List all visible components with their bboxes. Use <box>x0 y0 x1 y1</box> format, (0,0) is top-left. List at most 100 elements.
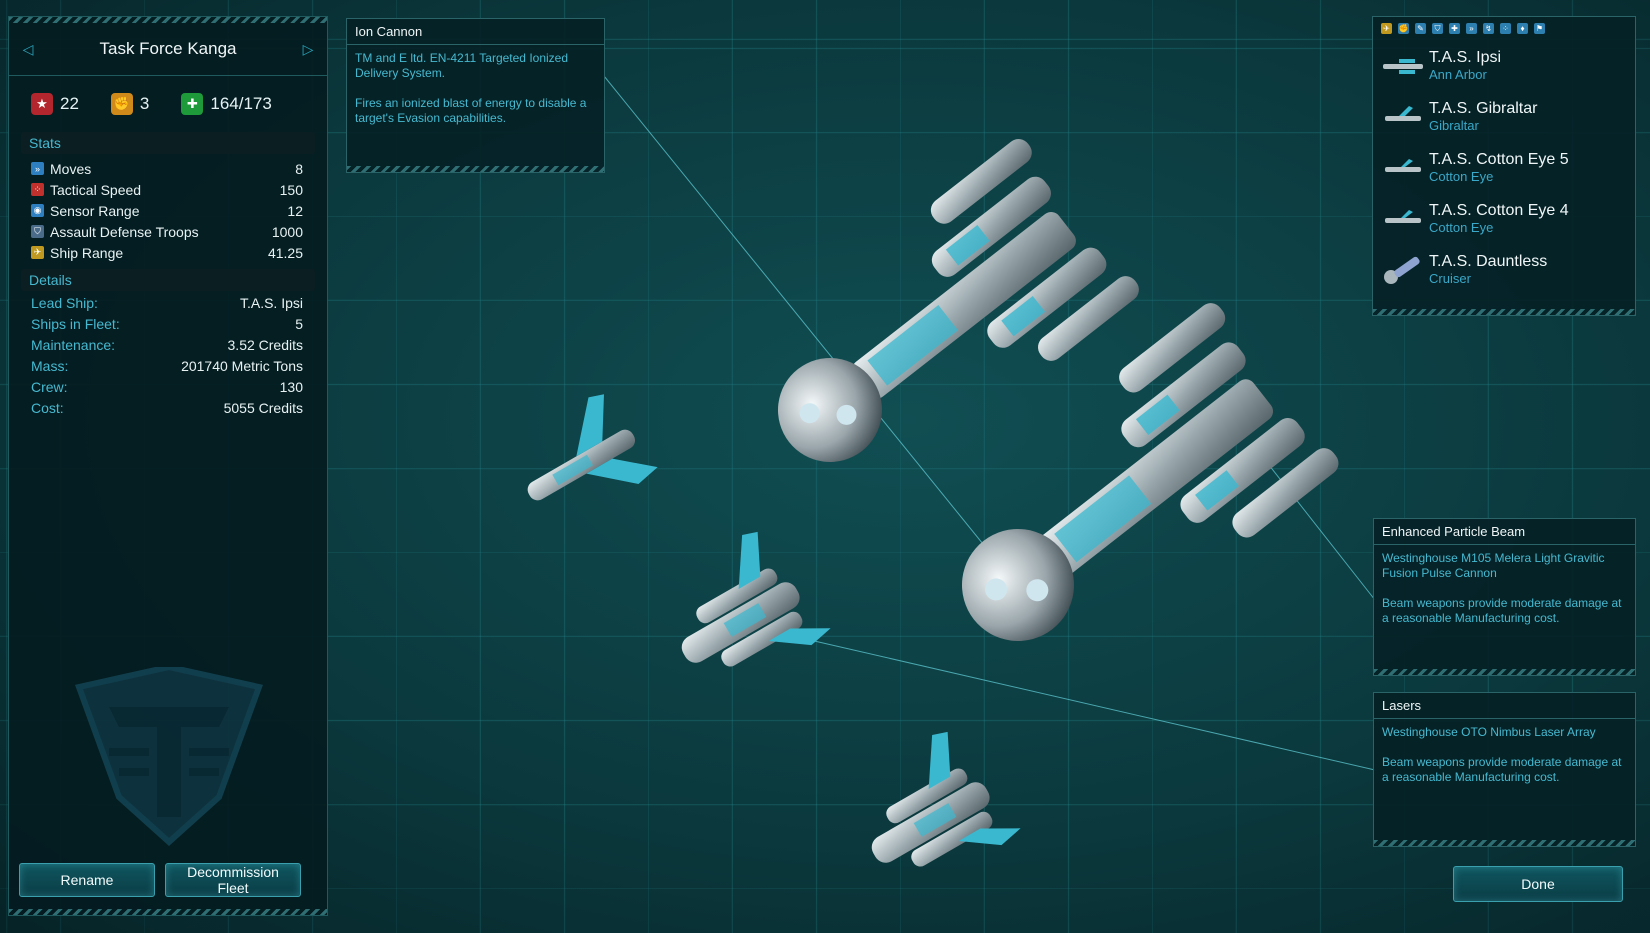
shield-icon: ⛉ <box>31 225 44 238</box>
grid-icon[interactable]: ⁘ <box>1500 23 1511 34</box>
ship-class: Cruiser <box>1429 271 1471 286</box>
plane-icon[interactable]: ⚑ <box>1534 23 1545 34</box>
ship-thumbnail-icon <box>1383 58 1423 74</box>
fleet-info-panel: ◁ Task Force Kanga ▷ ★ 22 ✊ 3 ✚ 164/173 … <box>8 16 328 916</box>
detail-label: Cost: <box>31 400 64 416</box>
military-star-icon: ★ <box>31 93 53 115</box>
fleet-name[interactable]: Task Force Kanga <box>99 39 237 58</box>
tooltip-title: Lasers <box>1374 693 1635 719</box>
ion-cannon-tooltip: Ion Cannon TM and E ltd. EN-4211 Targete… <box>346 18 605 173</box>
troop-strength-value: 3 <box>139 94 150 113</box>
ship-name: T.A.S. Cotton Eye 5 <box>1429 151 1569 168</box>
detail-value: 5 <box>295 316 303 332</box>
military-strength: ★ 22 <box>31 93 79 115</box>
range-icon[interactable]: ↯ <box>1483 23 1494 34</box>
cross-icon[interactable]: ✚ <box>1449 23 1460 34</box>
shield-icon[interactable]: ⛉ <box>1432 23 1443 34</box>
ship-range-icon: ✈ <box>31 246 44 259</box>
tooltip-effect: Fires an ionized blast of energy to disa… <box>355 96 587 125</box>
stat-label: Tactical Speed <box>50 181 142 198</box>
stat-value: 150 <box>279 181 303 198</box>
troop-strength: ✊ 3 <box>110 93 150 115</box>
ship-class: Gibraltar <box>1429 118 1479 133</box>
badge-icon[interactable]: ♦ <box>1517 23 1528 34</box>
faction-emblem-icon <box>75 667 263 847</box>
ship-thumbnail-icon <box>1385 105 1421 121</box>
stat-label: Moves <box>50 160 92 177</box>
stats-list: » Moves 8 ⁘ Tactical Speed 150 ◉ Sensor Ran… <box>9 154 327 263</box>
tooltip-effect: Beam weapons provide moderate damage at … <box>1382 755 1622 784</box>
detail-value: 5055 Credits <box>223 400 303 416</box>
tooltip-body: Westinghouse OTO Nimbus Laser Array Beam… <box>1374 719 1635 806</box>
tooltip-effect: Beam weapons provide moderate damage at … <box>1382 596 1622 625</box>
ship-thumbnail-icon <box>1385 158 1421 172</box>
stat-row: » Moves 8 <box>9 158 327 179</box>
ship-name: T.A.S. Ipsi <box>1429 49 1502 66</box>
stat-value: 41.25 <box>267 244 303 261</box>
cruiser-ship[interactable] <box>909 298 1344 703</box>
detail-row: Lead Ship: T.A.S. Ipsi <box>9 295 327 316</box>
detail-row: Cost: 5055 Credits <box>9 400 327 421</box>
ship-name: T.A.S. Gibraltar <box>1429 100 1538 117</box>
detail-value: T.A.S. Ipsi <box>239 295 303 311</box>
rename-button[interactable]: Rename <box>19 863 155 897</box>
done-button[interactable]: Done <box>1453 866 1623 902</box>
stat-label: Assault Defense Troops <box>50 223 199 240</box>
tooltip-description: TM and E ltd. EN-4211 Targeted Ionized D… <box>355 51 569 80</box>
prev-fleet-icon[interactable]: ◁ <box>22 40 34 57</box>
ship-class: Cotton Eye <box>1429 220 1494 235</box>
ship-thumbnail-icon <box>1385 209 1421 223</box>
panel-hatch-top <box>9 17 327 23</box>
next-fleet-icon[interactable]: ▷ <box>302 40 314 57</box>
sensor-icon: ◉ <box>31 204 44 217</box>
fist-icon: ✊ <box>110 93 133 115</box>
tooltip-description: Westinghouse M105 Melera Light Gravitic … <box>1382 551 1605 580</box>
frigate-ship[interactable] <box>837 720 1023 903</box>
moves-icon[interactable]: » <box>1466 23 1477 34</box>
fleet-health-value: 164/173 <box>210 94 272 113</box>
fighter-icon[interactable]: ✈ <box>1381 23 1392 34</box>
particle-beam-tooltip: Enhanced Particle Beam Westinghouse M105… <box>1373 518 1636 676</box>
tactical-speed-icon: ⁘ <box>31 183 44 196</box>
cruiser-ship[interactable] <box>727 134 1143 521</box>
military-strength-value: 22 <box>60 94 79 113</box>
wrench-icon[interactable]: ✎ <box>1415 23 1426 34</box>
fighter-ship[interactable] <box>502 385 660 534</box>
stat-row: ⁘ Tactical Speed 150 <box>9 179 327 200</box>
detail-row: Maintenance:3.52 Credits <box>9 337 327 358</box>
details-list: Lead Ship: T.A.S. Ipsi Ships in Fleet: 5 M… <box>9 291 327 421</box>
detail-label: Ships in Fleet: <box>31 316 120 332</box>
stat-label: Sensor Range <box>50 202 140 219</box>
tooltip-title: Ion Cannon <box>347 19 604 45</box>
health-cross-icon: ✚ <box>181 93 204 115</box>
moves-icon: » <box>31 162 44 175</box>
frigate-ship[interactable] <box>647 520 833 703</box>
tooltip-hatch <box>347 166 604 172</box>
ship-name: T.A.S. Cotton Eye 4 <box>1429 202 1569 219</box>
fleet-resources: ★ 22 ✊ 3 ✚ 164/173 <box>9 76 327 132</box>
stat-value: 8 <box>295 160 303 177</box>
fist-icon[interactable]: ✊ <box>1398 23 1409 34</box>
ship-list-hatch <box>1373 309 1635 315</box>
panel-actions: Rename Decommission Fleet <box>19 863 301 897</box>
stat-row: ◉Sensor Range 12 <box>9 200 327 221</box>
decommission-fleet-button[interactable]: Decommission Fleet <box>165 863 301 897</box>
ship-class: Cotton Eye <box>1429 169 1494 184</box>
stat-row: ✈Ship Range 41.25 <box>9 242 327 263</box>
filter-icon-bar: ✈ ✊ ✎ ⛉ ✚ » ↯ ⁘ ♦ ⚑ <box>1373 17 1635 40</box>
stats-header: Stats <box>21 132 315 154</box>
ship-class: Ann Arbor <box>1429 67 1487 82</box>
detail-label: Lead Ship: <box>31 295 98 311</box>
ship-thumbnail-icon <box>1384 256 1420 284</box>
tooltip-body: TM and E ltd. EN-4211 Targeted Ionized D… <box>347 45 604 147</box>
panel-hatch-bottom <box>9 909 327 915</box>
fleet-health: ✚ 164/173 <box>181 93 272 115</box>
detail-label: Crew: <box>31 379 68 395</box>
